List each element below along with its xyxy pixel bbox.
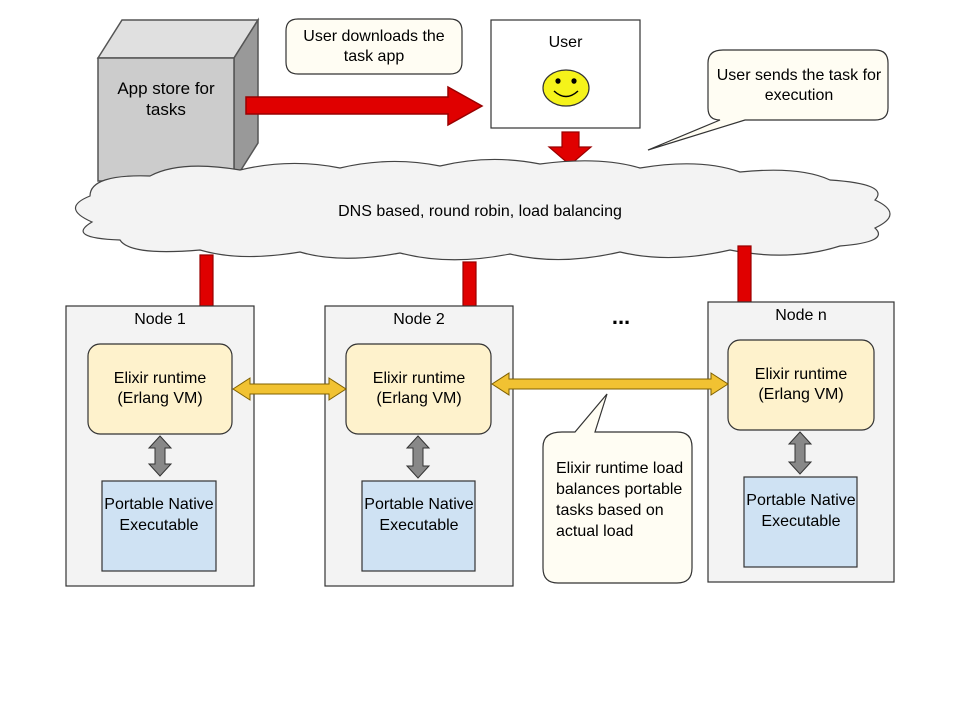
callout-send-text: User sends the task for execution bbox=[716, 67, 882, 104]
callout-download-text: User downloads the task app bbox=[303, 28, 445, 65]
callout-download-shape bbox=[285, 18, 463, 75]
node-1-executable-box bbox=[101, 480, 217, 572]
node-1-runtime-box bbox=[87, 343, 233, 435]
node-n-vertical-arrow bbox=[787, 431, 813, 475]
user-box-title: User bbox=[548, 34, 583, 51]
nodes-ellipsis: ... bbox=[611, 304, 631, 329]
callout-balance-shape bbox=[542, 393, 693, 584]
node-1-title: Node 1 bbox=[134, 311, 186, 328]
app-store-label: App store for tasks bbox=[117, 79, 215, 119]
dns-cloud bbox=[74, 158, 891, 261]
cloud-label: DNS based, round robin, load balancing bbox=[338, 203, 622, 220]
download-arrow bbox=[245, 85, 484, 127]
node-1-executable-label: Portable Native Executable bbox=[104, 496, 214, 534]
node-1-vertical-arrow bbox=[147, 435, 173, 477]
runtime-link-1-2-arrow bbox=[232, 377, 347, 401]
user-to-cloud-arrow bbox=[547, 131, 593, 166]
node-2-vertical-arrow bbox=[405, 435, 431, 479]
app-store-cube bbox=[96, 17, 260, 184]
node-1-runtime-label: Elixir runtime (Erlang VM) bbox=[113, 370, 207, 407]
callout-balance-text: Elixir runtime load balances portable ta… bbox=[556, 460, 684, 540]
node-n-title: Node n bbox=[775, 307, 827, 324]
callout-send-shape bbox=[647, 49, 889, 151]
runtime-link-2-n-arrow bbox=[491, 372, 729, 396]
node-n-executable-box bbox=[743, 476, 858, 568]
node-n-runtime-label: Elixir runtime (Erlang VM) bbox=[754, 366, 848, 403]
smiley-icon bbox=[542, 69, 590, 107]
node-2-runtime-label: Elixir runtime (Erlang VM) bbox=[372, 370, 466, 407]
node-n-executable-label: Portable Native Executable bbox=[746, 492, 856, 530]
node-2-executable-label: Portable Native Executable bbox=[364, 496, 474, 534]
node-2-executable-box bbox=[361, 480, 476, 572]
node-n-runtime-box bbox=[727, 339, 875, 431]
node-2-title: Node 2 bbox=[393, 311, 445, 328]
